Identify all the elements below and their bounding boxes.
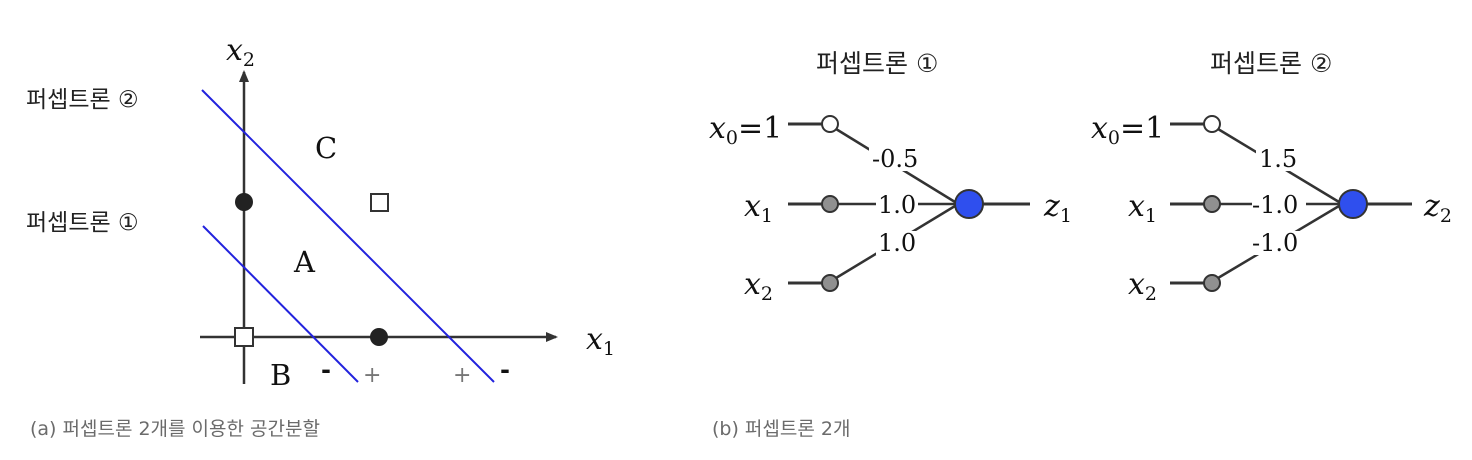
- perceptron2-positive-sign: +: [453, 363, 471, 388]
- p1-w2-bg: [876, 231, 918, 255]
- p1-weight-w0: -0.5: [872, 145, 918, 173]
- p2-weight-w2: -1.0: [1252, 229, 1298, 257]
- p1-x2-label: x2: [744, 267, 773, 305]
- panel-a-space-partition: x2 x1 퍼셉트론 ② 퍼셉트론 ① C A B - + + -: [26, 33, 615, 392]
- caption-b: (b) 퍼셉트론 2개: [712, 418, 851, 440]
- perceptron2-title: 퍼셉트론 ②: [1210, 49, 1332, 78]
- perceptron1-positive-sign: +: [363, 363, 381, 388]
- p2-x1-node: [1203, 195, 1221, 213]
- p2-bias-node: [1203, 115, 1221, 133]
- p1-output-node: [954, 189, 984, 219]
- filled-point-0-1: [235, 193, 253, 211]
- perceptron1-network: 퍼셉트론 ① x0=1 x1 x2 -0.5 1.0 1.0 z1: [709, 49, 1072, 305]
- p1-x1-label: x1: [744, 189, 773, 227]
- caption-a: (a) 퍼셉트론 2개를 이용한 공간분할: [30, 418, 320, 440]
- x1-axis-label: x1: [586, 322, 615, 360]
- p1-output-label: z1: [1043, 189, 1072, 227]
- p2-w0-bg: [1256, 145, 1300, 171]
- x2-axis-label: x2: [226, 33, 255, 71]
- region-a-label: A: [293, 245, 316, 279]
- p2-output-node: [1338, 189, 1368, 219]
- perceptron1-title: 퍼셉트론 ①: [816, 49, 938, 78]
- region-c-label: C: [315, 131, 337, 165]
- perceptron2-line-label: 퍼셉트론 ②: [26, 87, 139, 113]
- hollow-point-1-1: [370, 193, 389, 212]
- p2-weight-w0: 1.5: [1259, 145, 1297, 173]
- p2-x2-node: [1203, 274, 1221, 292]
- p2-bias-label: x0=1: [1091, 111, 1164, 149]
- p1-w0-bg: [869, 145, 927, 171]
- p2-w1-bg: [1252, 192, 1306, 216]
- p2-w2-bg: [1252, 231, 1306, 255]
- p2-weight-w1: -1.0: [1252, 191, 1298, 219]
- perceptron1-decision-line: [202, 225, 359, 383]
- filled-point-1-0: [370, 328, 388, 346]
- p1-weight-w2: 1.0: [878, 229, 916, 257]
- perceptron1-negative-sign: -: [321, 356, 331, 384]
- perceptron1-line-label: 퍼셉트론 ①: [26, 210, 139, 236]
- p2-output-label: z2: [1423, 189, 1452, 227]
- p1-w1-bg: [876, 192, 918, 216]
- p1-bias-node: [821, 115, 839, 133]
- p2-x1-label: x1: [1128, 189, 1157, 227]
- region-b-label: B: [270, 358, 291, 392]
- p1-weight-w1: 1.0: [878, 191, 916, 219]
- perceptron2-decision-line: [201, 89, 495, 383]
- p1-x2-node: [821, 274, 839, 292]
- p2-x2-label: x2: [1128, 267, 1157, 305]
- perceptron2-network: 퍼셉트론 ② x0=1 x1 x2 1.5 -1.0 -1.0 z2: [1091, 49, 1452, 305]
- p1-bias-label: x0=1: [709, 111, 782, 149]
- hollow-point-0-0: [234, 327, 254, 347]
- perceptron2-negative-sign: -: [500, 356, 510, 384]
- p1-x1-node: [821, 195, 839, 213]
